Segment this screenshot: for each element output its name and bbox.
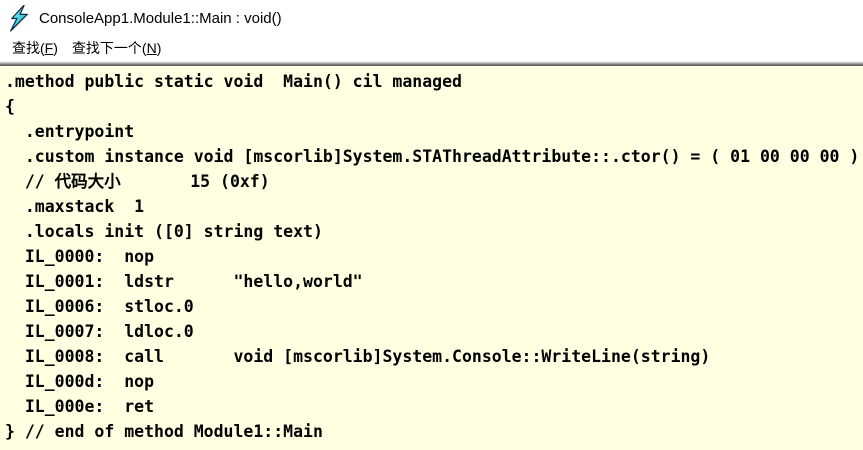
menu-find-next-mnemonic: N — [146, 40, 157, 56]
code-line: IL_0000: nop — [5, 247, 155, 266]
menu-item-find-next[interactable]: 查找下一个(N) — [65, 36, 168, 61]
code-line: .entrypoint — [5, 122, 135, 141]
code-line: IL_0007: ldloc.0 — [5, 322, 194, 341]
code-line: .method public static void Main() cil ma… — [5, 72, 462, 91]
code-line: IL_0001: ldstr "hello,world" — [5, 272, 363, 291]
code-line: .locals init ([0] string text) — [5, 222, 323, 241]
menubar: 查找(F) 查找下一个(N) — [0, 36, 863, 61]
code-line: { — [5, 97, 15, 116]
menu-find-label-pre: 查找( — [12, 40, 45, 56]
menu-item-find[interactable]: 查找(F) — [5, 36, 65, 61]
lightning-bolt-icon — [10, 4, 28, 32]
code-line: } // end of method Module1::Main — [5, 422, 323, 441]
code-line: IL_000d: nop — [5, 372, 155, 391]
code-line: IL_000e: ret — [5, 397, 155, 416]
code-line: .custom instance void [mscorlib]System.S… — [5, 147, 863, 166]
page-title: ConsoleApp1.Module1::Main : void() — [39, 9, 282, 27]
menu-find-label-post: ) — [53, 40, 58, 56]
menu-find-next-label-pre: 查找下一个( — [71, 40, 147, 56]
code-line: IL_0008: call void [mscorlib]System.Cons… — [5, 347, 711, 366]
code-line: IL_0006: stloc.0 — [5, 297, 194, 316]
disassembly-code-area[interactable]: .method public static void Main() cil ma… — [0, 66, 863, 450]
menu-find-next-label-post: ) — [156, 40, 162, 56]
client-area-border — [0, 61, 863, 66]
titlebar: ConsoleApp1.Module1::Main : void() — [0, 0, 863, 36]
code-line: .maxstack 1 — [5, 197, 145, 216]
menu-find-mnemonic: F — [44, 40, 54, 56]
code-line: // 代码大小 15 (0xf) — [5, 172, 270, 191]
